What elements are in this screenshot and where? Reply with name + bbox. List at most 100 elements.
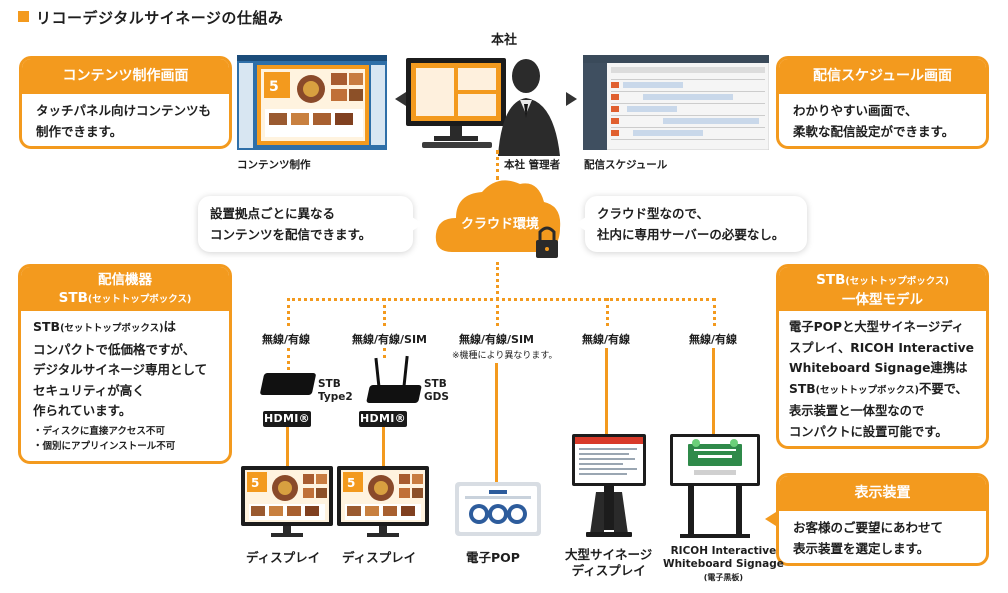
display-body-line-1: お客様のご要望にあわせて bbox=[793, 520, 944, 535]
cloud-right-note-line-1: クラウド型なので、 bbox=[597, 206, 710, 221]
device-name-5b: Whiteboard Signage bbox=[663, 558, 784, 570]
stb-body-line-4: セキュリティが高く bbox=[33, 382, 145, 398]
cloud-right-note-line-2: 社内に専用サーバーの必要なし。 bbox=[597, 227, 785, 242]
svg-text:5: 5 bbox=[251, 476, 259, 490]
drop-line-3 bbox=[496, 298, 499, 326]
integrated-body-line-5: 表示装置と一体型なので bbox=[789, 404, 925, 418]
hdmi-badge-2: HDMI® bbox=[359, 411, 407, 427]
integrated-model-box: STB(セットトップボックス) 一体型モデル 電子POPと大型サイネージディ ス… bbox=[776, 264, 989, 449]
contents-body-line-1: タッチパネル向けコンテンツも bbox=[36, 103, 212, 118]
stb-body-l1-small: (セットトップボックス) bbox=[60, 323, 164, 334]
device-name-2: ディスプレイ bbox=[342, 550, 417, 565]
whiteboard-line bbox=[712, 348, 715, 434]
stb-box-title-1: 配信機器 bbox=[98, 272, 152, 288]
integrated-body-l4-small: (セットトップボックス) bbox=[815, 384, 920, 396]
stb-type2-label-2: Type2 bbox=[318, 391, 353, 403]
large-signage-display bbox=[572, 434, 646, 537]
stb-gds-icon bbox=[366, 385, 422, 403]
interactive-whiteboard-device bbox=[670, 434, 760, 538]
conn-label-4: 無線/有線 bbox=[582, 333, 631, 346]
hdmi-line-1 bbox=[286, 427, 289, 469]
stb-body-l1-b: は bbox=[163, 319, 176, 334]
drop-line-5 bbox=[713, 298, 716, 326]
right-note-pointer-icon bbox=[575, 217, 586, 231]
cloud-left-note-line-2: コンテンツを配信できます。 bbox=[210, 227, 372, 242]
admin-workstation-illustration bbox=[406, 58, 560, 156]
schedule-title: 配信スケジュール画面 bbox=[779, 59, 986, 94]
stb-gds-antenna-right bbox=[402, 355, 409, 389]
schedule-body-line-1: わかりやすい画面で、 bbox=[793, 103, 918, 118]
device-name-5-small: (電子黒板) bbox=[703, 573, 744, 582]
conn-note-3: ※機種により異なります。 bbox=[452, 351, 558, 361]
contents-screen-caption: コンテンツ制作 bbox=[237, 159, 311, 171]
conn-label-5: 無線/有線 bbox=[689, 333, 738, 346]
display-device-title: 表示装置 bbox=[779, 476, 986, 511]
conn-label-3: 無線/有線/SIM bbox=[459, 333, 534, 346]
conn-label-1: 無線/有線 bbox=[262, 333, 311, 346]
drop-line-1b bbox=[287, 348, 290, 370]
stb-type2-label-1: STB bbox=[318, 378, 341, 390]
schedule-box: 配信スケジュール画面 わかりやすい画面で、 柔軟な配信設定ができます。 bbox=[776, 56, 989, 149]
left-note-pointer-icon bbox=[412, 217, 423, 231]
stb-body-line-2: コンパクトで低価格ですが、 bbox=[33, 341, 196, 357]
svg-text:5: 5 bbox=[269, 79, 279, 95]
cloud-right-note: クラウド型なので、 社内に専用サーバーの必要なし。 bbox=[585, 196, 807, 252]
contents-production-title: コンテンツ制作画面 bbox=[22, 59, 229, 94]
schedule-body-line-2: 柔軟な配信設定ができます。 bbox=[793, 124, 955, 139]
device-name-3: 電子POP bbox=[466, 550, 520, 565]
stb-body-line-5: 作られています。 bbox=[33, 403, 132, 418]
contents-body-line-2: 制作できます。 bbox=[36, 124, 123, 139]
drop-line-4 bbox=[606, 298, 609, 326]
drop-line-2b bbox=[383, 348, 386, 358]
contents-production-box: コンテンツ制作画面 タッチパネル向けコンテンツも 制作できます。 bbox=[19, 56, 232, 149]
device-name-1: ディスプレイ bbox=[246, 550, 321, 565]
display-device-box: 表示装置 お客様のご要望にあわせて 表示装置を選定します。 bbox=[776, 473, 989, 566]
cloud-icon bbox=[435, 180, 561, 258]
stb-gds-antenna-left bbox=[374, 357, 381, 389]
device-name-5a: RICOH Interactive bbox=[670, 545, 777, 557]
drop-line-1 bbox=[287, 298, 290, 326]
stb-gds-label-1: STB bbox=[424, 378, 447, 390]
electronic-pop-device bbox=[455, 482, 541, 536]
integrated-body-line-3: Whiteboard Signage連携は bbox=[789, 361, 968, 375]
stb-box-title-2-small: (セットトップボックス) bbox=[87, 294, 192, 305]
head-office-label: 本社 bbox=[491, 33, 518, 48]
drop-line-2 bbox=[383, 298, 386, 326]
stb-box-title-2: STB bbox=[58, 290, 88, 306]
device-name-4a: 大型サイネージ bbox=[565, 547, 653, 562]
integrated-title-1-small: (セットトップボックス) bbox=[845, 276, 949, 287]
signage-line bbox=[605, 348, 608, 434]
stb-box: 配信機器 STB(セットトップボックス) STB(セットトップボックス)は コン… bbox=[18, 264, 232, 464]
stb-body-line-3: デジタルサイネージ専用として bbox=[33, 362, 208, 377]
stb-body-l1-a: STB bbox=[33, 319, 61, 334]
hdmi-badge-1: HDMI® bbox=[263, 411, 311, 427]
integrated-body-line-2: スプレイ、RICOH Interactive bbox=[789, 340, 974, 355]
page-title: リコーデジタルサイネージの仕組み bbox=[36, 9, 284, 27]
svg-text:5: 5 bbox=[347, 476, 355, 490]
stb-type2-icon bbox=[259, 373, 317, 395]
contents-editor-screen: 5 bbox=[237, 55, 387, 150]
integrated-body-line-1: 電子POPと大型サイネージディ bbox=[789, 320, 964, 334]
display-monitor-2: 5 bbox=[337, 466, 429, 537]
admin-cloud-connector bbox=[496, 150, 499, 180]
display-body-line-2: 表示装置を選定します。 bbox=[793, 541, 930, 556]
integrated-title-1: STB bbox=[816, 272, 846, 288]
conn-label-2: 無線/有線/SIM bbox=[352, 333, 427, 346]
header-square-icon bbox=[18, 11, 29, 22]
integrated-body-line-6: コンパクトに設置可能です。 bbox=[789, 424, 948, 439]
schedule-screen bbox=[583, 55, 769, 150]
hdmi-line-2 bbox=[382, 427, 385, 469]
cloud-label: クラウド環境 bbox=[460, 217, 539, 232]
display-monitor-1: 5 bbox=[241, 466, 333, 537]
cloud-left-note-line-1: 設置拠点ごとに異なる bbox=[210, 206, 336, 221]
arrow-to-schedule-icon bbox=[566, 92, 577, 106]
device-name-4b: ディスプレイ bbox=[571, 563, 646, 578]
pop-line bbox=[495, 363, 498, 483]
integrated-title-2: 一体型モデル bbox=[842, 292, 923, 308]
integrated-body-l4-a: STB bbox=[789, 381, 816, 396]
arrow-to-contents-icon bbox=[395, 92, 406, 106]
stb-note-1: ・ディスクに直接アクセス不可 bbox=[33, 425, 165, 437]
display-box-pointer-icon bbox=[765, 512, 776, 526]
cloud-left-note: 設置拠点ごとに異なる コンテンツを配信できます。 bbox=[198, 196, 413, 252]
stb-note-2: ・個別にアプリインストール不可 bbox=[33, 440, 176, 452]
